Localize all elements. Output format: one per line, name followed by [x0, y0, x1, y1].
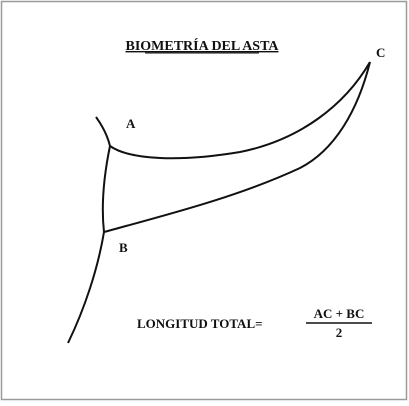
diagram-title: BIOMETRÍA DEL ASTA [125, 37, 279, 54]
point-label-c: C [376, 45, 385, 60]
skull-base-line [67, 116, 112, 344]
formula-denominator: 2 [336, 325, 343, 340]
formula-numerator: AC + BC [314, 306, 365, 321]
formula-label: LONGITUD TOTAL= [137, 316, 263, 331]
horn-lower-edge [103, 61, 371, 233]
point-label-b: B [119, 240, 128, 255]
point-label-a: A [126, 116, 136, 131]
horn-upper-edge [109, 61, 371, 160]
